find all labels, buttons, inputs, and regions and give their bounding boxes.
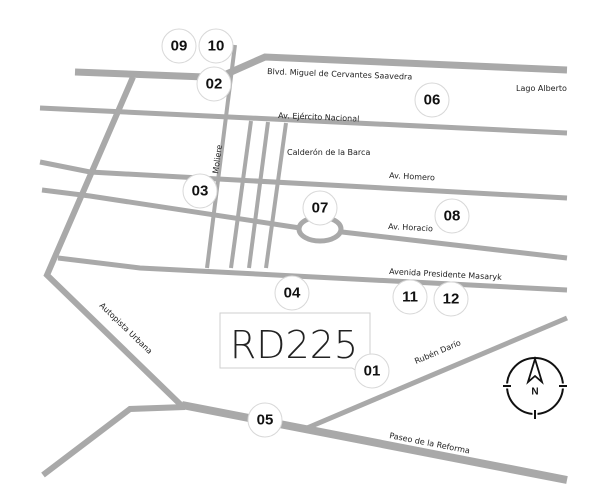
label-horacio: Av. Horacio xyxy=(388,222,433,233)
svg-text:07: 07 xyxy=(312,200,329,217)
compass-north-label: N xyxy=(531,386,538,397)
svg-text:04: 04 xyxy=(284,285,301,302)
label-lago: Lago Alberto xyxy=(516,84,567,93)
road-reforma xyxy=(181,401,568,484)
marker-12[interactable]: 12 xyxy=(433,281,469,317)
road-horacio-east xyxy=(341,229,568,261)
road-cervantes xyxy=(220,53,568,80)
label-ruben: Rubén Darío xyxy=(413,337,462,366)
road-ejercito xyxy=(39,105,568,136)
label-moliere: Moliere xyxy=(211,144,224,174)
marker-10[interactable]: 10 xyxy=(198,28,234,64)
road-calderon-1 xyxy=(229,120,253,269)
marker-07[interactable]: 07 xyxy=(302,190,338,226)
svg-text:05: 05 xyxy=(257,412,274,429)
marker-02[interactable]: 02 xyxy=(196,66,232,102)
marker-01[interactable]: 01 xyxy=(354,353,390,389)
svg-text:10: 10 xyxy=(208,38,225,55)
project-title: RD225 xyxy=(230,323,358,367)
label-ejercito: Av. Ejército Nacional xyxy=(278,110,360,124)
marker-03[interactable]: 03 xyxy=(182,173,218,209)
road-top-left xyxy=(74,68,206,81)
road-masaryk xyxy=(57,255,568,293)
svg-text:09: 09 xyxy=(171,38,188,55)
label-homero: Av. Homero xyxy=(389,171,435,182)
road-horacio xyxy=(41,187,301,231)
marker-04[interactable]: 04 xyxy=(274,275,310,311)
road-calderon-3 xyxy=(264,122,288,269)
road-calderon-2 xyxy=(247,121,270,269)
svg-text:12: 12 xyxy=(443,291,460,308)
label-calderon: Calderón de la Barca xyxy=(287,147,370,157)
road-ruben-dario xyxy=(306,315,568,431)
label-cervantes: Blvd. Miguel de Cervantes Saavedra xyxy=(267,67,413,82)
svg-text:03: 03 xyxy=(192,183,209,200)
marker-09[interactable]: 09 xyxy=(161,28,197,64)
rd225-callout: RD225 xyxy=(219,312,371,379)
markers: 01 02 03 04 05 06 07 08 09 10 11 12 xyxy=(161,28,470,438)
svg-text:06: 06 xyxy=(424,92,441,109)
marker-05[interactable]: 05 xyxy=(247,402,283,438)
svg-text:02: 02 xyxy=(206,76,223,93)
road-diagonal-west xyxy=(43,75,185,409)
marker-08[interactable]: 08 xyxy=(434,198,470,234)
road-homero xyxy=(39,159,568,201)
street-labels: Blvd. Miguel de Cervantes Saavedra Lago … xyxy=(98,67,567,456)
roads xyxy=(39,44,568,484)
marker-06[interactable]: 06 xyxy=(414,82,450,118)
marker-11[interactable]: 11 xyxy=(392,279,428,315)
svg-text:11: 11 xyxy=(402,289,418,306)
road-southwest xyxy=(41,404,186,478)
svg-text:08: 08 xyxy=(444,208,461,225)
compass-icon: N xyxy=(503,355,567,419)
svg-text:01: 01 xyxy=(364,363,381,380)
